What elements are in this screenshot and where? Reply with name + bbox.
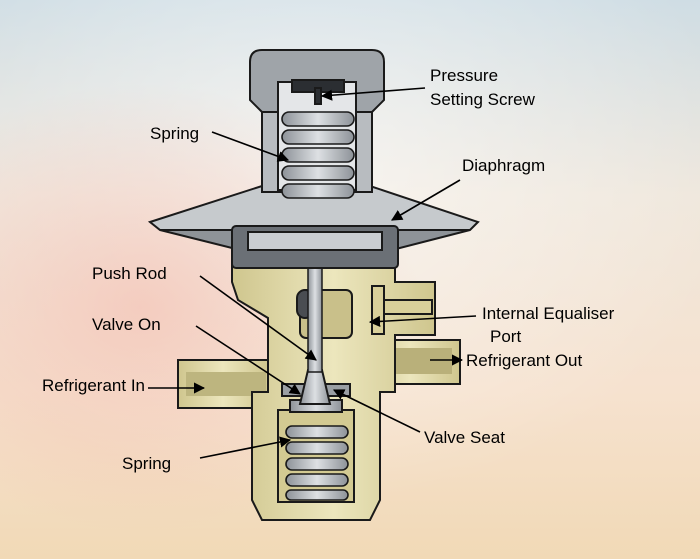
top-spring [281,111,355,199]
label-pressure-1: Pressure [430,66,498,85]
leader-internal [368,315,477,328]
label-valve-seat: Valve Seat [424,428,505,447]
label-spring-top: Spring [150,124,199,143]
leader-valve-seat [332,389,421,433]
label-refrigerant-in: Refrigerant In [42,376,145,395]
equaliser-channel [371,285,385,335]
leader-spring-bottom [199,436,292,459]
leader-lines [148,87,477,459]
leader-pressure [320,87,426,101]
lower-chamber [277,409,355,503]
labels: Pressure Setting Screw Spring Diaphragm … [42,66,615,473]
label-internal-2: Port [490,327,521,346]
label-spring-bottom: Spring [122,454,171,473]
label-diaphragm: Diaphragm [462,156,545,175]
label-refrigerant-out: Refrigerant Out [466,351,582,370]
screw-slot [314,87,322,105]
bottom-spring [285,425,349,501]
label-push-rod: Push Rod [92,264,167,283]
leader-push-rod [199,275,317,361]
diaphragm-inner [247,231,383,251]
leader-spring-top [211,131,290,162]
label-internal-1: Internal Equaliser [482,304,615,323]
leader-diaphragm [391,179,461,221]
leader-valve-on [195,325,301,395]
equaliser-channel-h [383,299,433,315]
label-valve-on: Valve On [92,315,161,334]
label-pressure-2: Setting Screw [430,90,536,109]
